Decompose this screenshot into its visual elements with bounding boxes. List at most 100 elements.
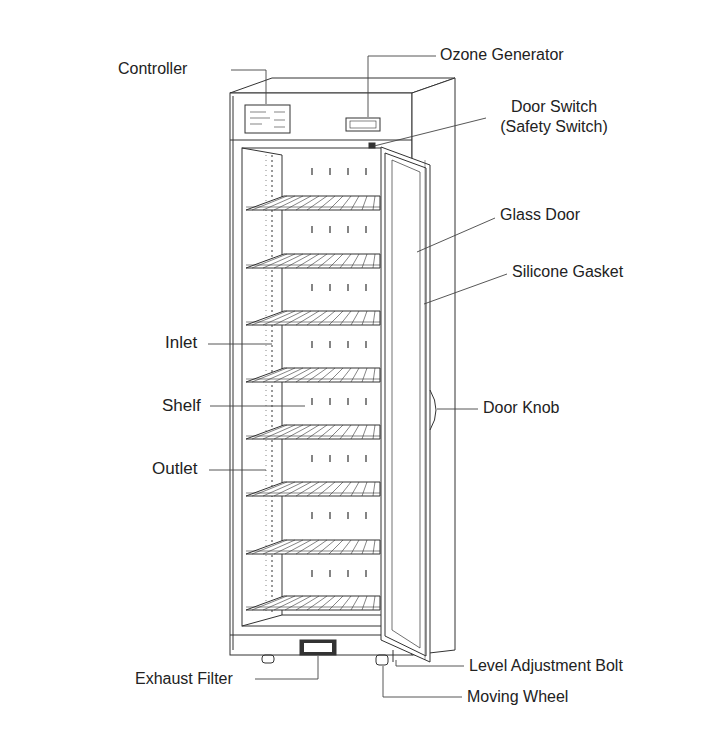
air-slot <box>347 398 348 405</box>
shelf-wire <box>307 482 327 496</box>
shelf-wire <box>296 540 319 554</box>
air-slot <box>311 455 312 462</box>
part-label: Exhaust Filter <box>135 669 233 689</box>
shelf-wire <box>329 311 343 325</box>
shelf-wire <box>351 482 359 496</box>
air-slot <box>311 341 312 348</box>
shelf-wire <box>340 540 351 554</box>
shelf-wire <box>351 596 359 610</box>
shelf-wire <box>340 254 351 268</box>
shelf-wire <box>362 540 367 554</box>
air-slot <box>311 284 312 291</box>
wire-shelf <box>246 311 380 325</box>
air-slot <box>365 284 366 291</box>
shelf-edge <box>246 379 380 380</box>
shelf-wire <box>329 596 343 610</box>
air-slot <box>311 168 312 175</box>
shelf-wire <box>340 368 351 382</box>
shelf-wire <box>307 425 327 439</box>
shelf-wire <box>373 425 375 439</box>
shelf-wire <box>362 254 367 268</box>
air-slot <box>329 168 330 175</box>
shelf-wire <box>307 311 327 325</box>
air-slot <box>365 168 366 175</box>
air-slot <box>347 512 348 519</box>
shelf-wire <box>318 311 335 325</box>
shelf-wire <box>362 311 367 325</box>
part-label: Ozone Generator <box>440 45 564 65</box>
part-label: Moving Wheel <box>467 687 568 707</box>
wire-shelf <box>246 425 380 439</box>
air-slot <box>329 570 330 577</box>
part-label: Door Switch (Safety Switch) <box>488 97 620 137</box>
shelf-wire <box>296 196 319 210</box>
air-slot <box>365 512 366 519</box>
shelf-wire <box>329 254 343 268</box>
wire-shelf <box>246 482 380 496</box>
shelf-edge <box>246 322 380 323</box>
wire-shelf <box>246 540 380 554</box>
shelf-wire <box>318 368 335 382</box>
air-slot <box>329 512 330 519</box>
shelf-wire <box>340 425 351 439</box>
air-slot <box>311 226 312 233</box>
shelf-wire <box>252 596 287 610</box>
shelf-wire <box>373 196 375 210</box>
shelf-wire <box>362 596 367 610</box>
shelf-wire <box>296 425 319 439</box>
air-slot <box>365 226 366 233</box>
shelf-wire <box>362 482 367 496</box>
part-label: Silicone Gasket <box>512 262 623 282</box>
air-slot <box>365 570 366 577</box>
shelf-wire <box>340 196 351 210</box>
air-slot <box>329 398 330 405</box>
shelf-wire <box>296 596 319 610</box>
shelf-wire <box>252 482 287 496</box>
air-slot <box>365 341 366 348</box>
shelf-wire <box>252 540 287 554</box>
shelf-wire <box>296 368 319 382</box>
part-label: Shelf <box>162 396 201 416</box>
shelf-wire <box>329 540 343 554</box>
shelf-wire <box>307 254 327 268</box>
shelf-wire <box>362 196 367 210</box>
air-slot <box>311 512 312 519</box>
wire-shelf <box>246 254 380 268</box>
shelf-wire <box>329 482 343 496</box>
shelf-wire <box>340 311 351 325</box>
air-slot <box>365 455 366 462</box>
shelf-wire <box>318 596 335 610</box>
air-slot <box>329 226 330 233</box>
air-slot <box>347 284 348 291</box>
air-slot <box>347 226 348 233</box>
shelf-wire <box>252 254 287 268</box>
part-label: Inlet <box>165 333 197 353</box>
shelf-wire <box>340 482 351 496</box>
shelf-wire <box>329 425 343 439</box>
shelf-wire <box>340 596 351 610</box>
part-label: Outlet <box>152 459 197 479</box>
shelf-wire <box>373 540 375 554</box>
shelf-edge <box>246 207 380 208</box>
air-slot <box>329 284 330 291</box>
shelf-wire <box>351 254 359 268</box>
air-slot <box>329 455 330 462</box>
shelf-wire <box>318 196 335 210</box>
shelf-wire <box>351 425 359 439</box>
wire-shelf <box>246 596 380 610</box>
shelf-wire <box>373 368 375 382</box>
shelf-wire <box>351 368 359 382</box>
air-slot <box>329 341 330 348</box>
shelf-wire <box>329 368 343 382</box>
air-slot <box>365 398 366 405</box>
wire-shelf <box>246 368 380 382</box>
shelf-wire <box>373 596 375 610</box>
shelf-wire <box>318 425 335 439</box>
shelf-wire <box>351 540 359 554</box>
shelf-wire <box>252 196 287 210</box>
shelf-wire <box>307 196 327 210</box>
wire-shelf <box>246 196 380 210</box>
shelf-edge <box>246 436 380 437</box>
air-slot <box>311 398 312 405</box>
